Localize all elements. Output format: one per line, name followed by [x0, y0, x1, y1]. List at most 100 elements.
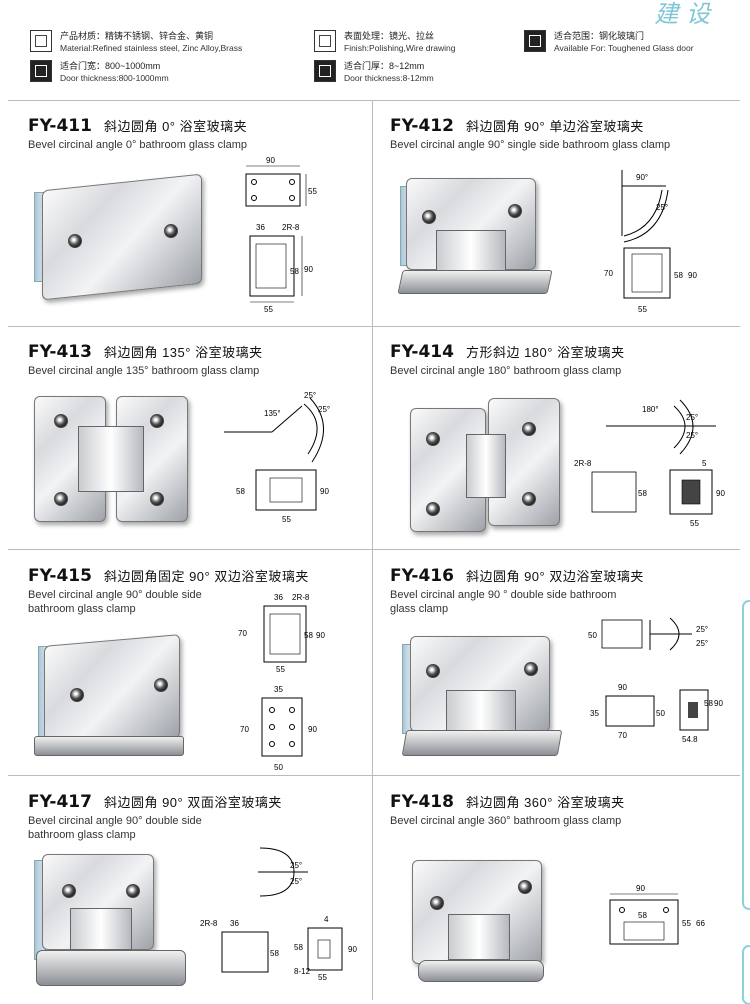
title-cn: 斜边圆角固定 90° 双边浴室玻璃夹	[103, 569, 309, 584]
title-en: Bevel circinal angle 0° bathroom glass c…	[28, 139, 248, 151]
product-photo	[396, 178, 566, 308]
dim-label: 135°	[264, 409, 281, 418]
door-thickness-spec: 适合门厚：8~12mm Door thickness:8-12mm	[314, 60, 434, 84]
product-photo	[34, 392, 194, 528]
divider	[8, 326, 740, 327]
dim-label: 58	[674, 271, 683, 280]
dim-label: 36	[230, 919, 239, 928]
title-en: Bevel circinal angle 90° double side bat…	[28, 589, 202, 615]
product-photo	[406, 398, 566, 538]
material-en: Material:Refined stainless steel, Zinc A…	[60, 43, 243, 53]
dim-label: 70	[618, 731, 627, 740]
dim-label: 2R-8	[282, 223, 300, 232]
dim-label: 70	[240, 725, 249, 734]
material-icon	[30, 30, 52, 52]
dim-label: 2R-8	[574, 459, 592, 468]
product-card-fy-415: FY-415 斜边圆角固定 90° 双边浴室玻璃夹 Bevel circinal…	[28, 566, 388, 786]
dim-label: 58	[304, 631, 313, 640]
dim-label: 25°	[696, 625, 708, 634]
dim-label: 90	[304, 265, 313, 274]
spec-header: 产品材质：精铸不锈钢、锌合金、黄铜 Material:Refined stain…	[0, 0, 750, 100]
product-card-fy-418: FY-418 斜边圆角 360° 浴室玻璃夹 Bevel circinal an…	[390, 792, 750, 1004]
dim-label: 90	[636, 884, 645, 893]
dim-label: 58	[270, 949, 279, 958]
door-thickness-icon	[314, 60, 336, 82]
dim-label: 90	[316, 631, 325, 640]
dim-label: 25°	[696, 639, 708, 648]
dim-label: 25°	[304, 391, 316, 400]
dim-label: 66	[696, 919, 705, 928]
model-number: FY-417	[28, 792, 92, 812]
title-en: Bevel circinal angle 360° bathroom glass…	[390, 815, 622, 827]
dim-label: 90°	[636, 173, 648, 182]
dim-label: 90	[618, 683, 627, 692]
door-thickness-cn: 适合门厚：8~12mm	[344, 61, 425, 71]
dim-label: 55	[264, 305, 273, 314]
product-card-fy-417: FY-417 斜边圆角 90° 双面浴室玻璃夹 Bevel circinal a…	[28, 792, 388, 1004]
dim-label: 50	[656, 709, 665, 718]
title-en: Bevel circinal angle 180° bathroom glass…	[390, 365, 622, 377]
dim-label: 58	[294, 943, 303, 952]
title-cn: 斜边圆角 90° 单边浴室玻璃夹	[465, 119, 644, 134]
dim-label: 25°	[290, 861, 302, 870]
product-photo	[34, 634, 204, 766]
product-photo	[34, 854, 194, 994]
dim-label: 90	[320, 487, 329, 496]
title-en: Bevel circinal angle 90 ° double side ba…	[390, 589, 617, 615]
dim-label: 2R-8	[292, 593, 310, 602]
product-card-fy-411: FY-411 斜边圆角 0° 浴室玻璃夹 Bevel circinal angl…	[28, 116, 388, 336]
scope-en: Available For: Toughened Glass door	[554, 43, 694, 53]
dim-label: 54.8	[682, 735, 698, 744]
dim-label: 25°	[686, 431, 698, 440]
dim-label: 5	[702, 459, 707, 468]
dim-label: 55	[682, 919, 691, 928]
divider	[8, 775, 740, 776]
title-cn: 斜边圆角 90° 双面浴室玻璃夹	[103, 795, 282, 810]
title-cn: 斜边圆角 135° 浴室玻璃夹	[103, 345, 263, 360]
title-cn: 斜边圆角 0° 浴室玻璃夹	[103, 119, 248, 134]
dim-label: 36	[256, 223, 265, 232]
right-edge-decoration	[742, 600, 750, 910]
dim-label: 55	[276, 665, 285, 674]
finish-en: Finish:Polishing,Wire drawing	[344, 43, 456, 53]
product-card-fy-414: FY-414 方形斜边 180° 浴室玻璃夹 Bevel circinal an…	[390, 342, 750, 562]
title-en: Bevel circinal angle 135° bathroom glass…	[28, 365, 260, 377]
model-number: FY-416	[390, 566, 454, 586]
title-cn: 斜边圆角 90° 双边浴室玻璃夹	[465, 569, 644, 584]
divider	[8, 549, 740, 550]
dim-label: 50	[588, 631, 597, 640]
title-cn: 方形斜边 180° 浴室玻璃夹	[465, 345, 625, 360]
dim-label: 25°	[318, 405, 330, 414]
model-number: FY-411	[28, 116, 92, 136]
technical-drawing: 135° 25° 25° 58 90 55	[224, 391, 330, 524]
product-card-fy-412: FY-412 斜边圆角 90° 单边浴室玻璃夹 Bevel circinal a…	[390, 116, 750, 336]
dim-label: 35	[590, 709, 599, 718]
dim-label: 25°	[290, 877, 302, 886]
dim-label: 55	[690, 519, 699, 528]
dim-label: 180°	[642, 405, 659, 414]
title-en: Bevel circinal angle 90° single side bat…	[390, 139, 671, 151]
technical-drawing: 50 25° 25° 90 35 50 70 58 90 54.8	[588, 617, 723, 744]
scope-cn: 适合范围：钢化玻璃门	[554, 31, 645, 41]
dim-label: 58	[704, 699, 713, 708]
dim-label: 55	[318, 973, 327, 982]
model-number: FY-418	[390, 792, 454, 812]
dim-label: 55	[308, 187, 317, 196]
dim-label: 50	[274, 763, 283, 772]
technical-drawing: 90 58 55 66	[609, 884, 705, 945]
door-width-cn: 适合门宽：800~1000mm	[60, 61, 161, 71]
dim-label: 70	[238, 629, 247, 638]
product-photo	[401, 636, 572, 766]
dim-label: 70	[604, 269, 613, 278]
dim-label: 2R-8	[200, 919, 218, 928]
model-number: FY-413	[28, 342, 92, 362]
material-cn: 产品材质：精铸不锈钢、锌合金、黄铜	[60, 31, 214, 41]
door-width-icon	[30, 60, 52, 82]
dim-label: 25°	[686, 413, 698, 422]
dim-label: 25°	[656, 203, 668, 212]
dim-label: 90	[714, 699, 723, 708]
scope-spec: 适合范围：钢化玻璃门 Available For: Toughened Glas…	[524, 30, 694, 54]
scope-icon	[524, 30, 546, 52]
product-photo	[34, 173, 214, 302]
door-width-en: Door thickness:800-1000mm	[60, 73, 169, 83]
